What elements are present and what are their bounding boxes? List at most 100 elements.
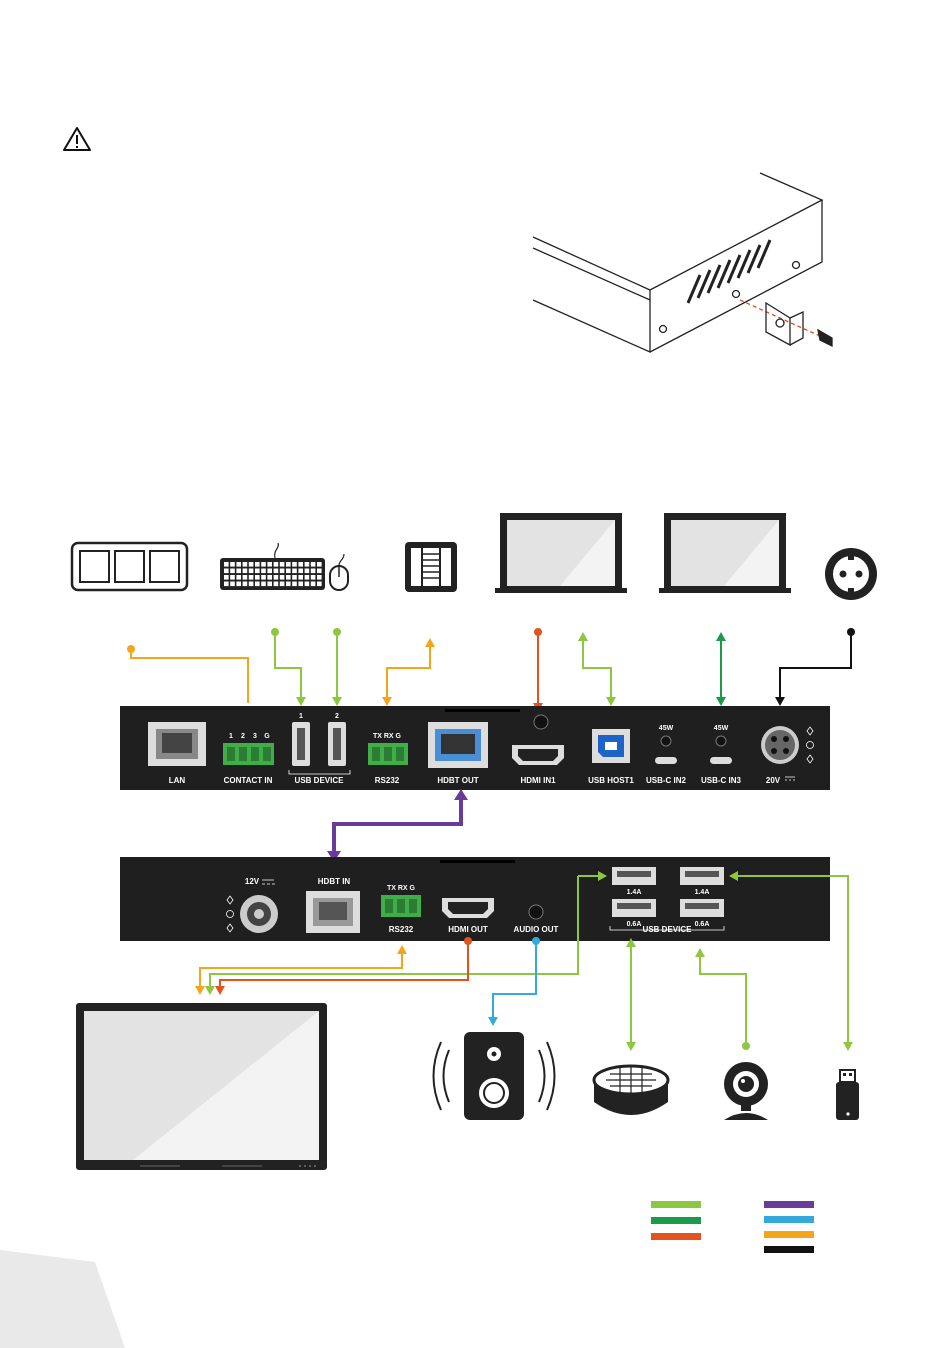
usbc-in3-label: USB-C IN3 bbox=[701, 776, 742, 785]
keyboard-key bbox=[317, 582, 322, 587]
hdbt-in-label: HDBT IN bbox=[318, 877, 351, 886]
keyboard-key bbox=[305, 562, 310, 567]
keyboard-key bbox=[255, 569, 260, 574]
keyboard-key bbox=[224, 569, 229, 574]
rx-panel: 12V HDBT IN TX RX G RS232 HDMI OUT bbox=[120, 857, 830, 941]
keyboard-key bbox=[249, 562, 254, 567]
keyboard-key bbox=[298, 582, 303, 587]
keyboard-key bbox=[274, 582, 279, 587]
keyboard-key bbox=[243, 562, 248, 567]
keyboard-key bbox=[274, 575, 279, 580]
mouse-icon bbox=[330, 554, 348, 590]
power-outlet-icon bbox=[825, 548, 877, 600]
keyboard-key bbox=[305, 582, 310, 587]
laptop-icon-2 bbox=[659, 513, 791, 593]
keyboard-key bbox=[230, 562, 235, 567]
rx-usb-device-label: USB DEVICE bbox=[643, 925, 693, 934]
legend-swatch-right bbox=[764, 1231, 814, 1238]
contact-pin-1: 1 bbox=[229, 733, 233, 740]
warning-icon bbox=[64, 128, 90, 150]
rx-power-label: 12V bbox=[245, 877, 260, 886]
usb-rating-2: 1.4A bbox=[695, 889, 710, 896]
keyboard-key bbox=[261, 569, 266, 574]
keyboard-key bbox=[298, 562, 303, 567]
usb-host1-label: USB HOST1 bbox=[588, 776, 634, 785]
legend-swatch-right bbox=[764, 1246, 814, 1253]
keyboard-key bbox=[255, 582, 260, 587]
keyboard-key bbox=[280, 562, 285, 567]
usb-rating-3: 0.6A bbox=[627, 921, 642, 928]
keyboard-key bbox=[224, 582, 229, 587]
contact-pin-g: G bbox=[264, 733, 270, 740]
keyboard-key bbox=[311, 562, 316, 567]
audio-out-label: AUDIO OUT bbox=[514, 925, 559, 934]
keyboard-key bbox=[236, 582, 241, 587]
tx-power-label: 20V bbox=[766, 776, 781, 785]
keyboard-key bbox=[292, 569, 297, 574]
keyboard-key bbox=[230, 569, 235, 574]
hdbt-link bbox=[327, 789, 468, 862]
keyboard-key bbox=[261, 562, 266, 567]
hdbt-out-label: HDBT OUT bbox=[437, 776, 478, 785]
legend-swatch-left bbox=[651, 1233, 701, 1240]
keyboard-key bbox=[298, 569, 303, 574]
keyboard-key bbox=[286, 569, 291, 574]
keyboard-key bbox=[230, 575, 235, 580]
keyboard-key bbox=[317, 562, 322, 567]
contact-in-label: CONTACT IN bbox=[224, 776, 273, 785]
rs232-pins: TX RX G bbox=[373, 733, 402, 740]
contact-pin-2: 2 bbox=[241, 733, 245, 740]
keyboard-key bbox=[249, 569, 254, 574]
keyboard-key bbox=[305, 575, 310, 580]
legend bbox=[651, 1201, 814, 1253]
keyboard-key bbox=[243, 582, 248, 587]
touch-panel-icon bbox=[405, 542, 457, 592]
keypad-icon bbox=[72, 543, 187, 590]
keyboard-key bbox=[236, 575, 241, 580]
usb-rating-1: 1.4A bbox=[627, 889, 642, 896]
keyboard-key bbox=[224, 562, 229, 567]
legend-swatch-left bbox=[651, 1201, 701, 1208]
keyboard-key bbox=[305, 569, 310, 574]
rx-rs232-pins: TX RX G bbox=[387, 885, 416, 892]
keyboard-key bbox=[292, 575, 297, 580]
hdmi-out-port: HDMI OUT bbox=[442, 898, 494, 934]
keyboard-key bbox=[249, 582, 254, 587]
keyboard-key bbox=[280, 575, 285, 580]
usb-device-label: USB DEVICE bbox=[295, 776, 345, 785]
contact-pin-3: 3 bbox=[253, 733, 257, 740]
usb-rating-4: 0.6A bbox=[695, 921, 710, 928]
keyboard-key bbox=[317, 575, 322, 580]
webcam-icon bbox=[724, 1062, 768, 1120]
keyboard-key bbox=[236, 562, 241, 567]
keyboard-icon bbox=[220, 543, 325, 590]
keyboard-key bbox=[255, 562, 260, 567]
usbc-in2-power: 45W bbox=[659, 725, 674, 732]
display-icon bbox=[76, 1003, 327, 1170]
keyboard-key bbox=[311, 569, 316, 574]
keyboard-key bbox=[286, 582, 291, 587]
keyboard-key bbox=[255, 575, 260, 580]
keyboard-key bbox=[292, 582, 297, 587]
usb-num-1: 1 bbox=[299, 713, 303, 720]
legend-swatch-left bbox=[651, 1217, 701, 1224]
laptop-icon bbox=[495, 513, 627, 593]
keyboard-key bbox=[317, 569, 322, 574]
keyboard-key bbox=[267, 569, 272, 574]
keyboard-key bbox=[274, 569, 279, 574]
keyboard-key bbox=[286, 562, 291, 567]
usb-host1-port: USB HOST1 bbox=[588, 729, 634, 785]
rs232-label: RS232 bbox=[375, 776, 400, 785]
keyboard-key bbox=[311, 582, 316, 587]
hdmi-out-label: HDMI OUT bbox=[448, 925, 488, 934]
tx-panel: LAN 1 2 3 G CONTACT IN 1 2 USB DEVICE TX… bbox=[120, 706, 830, 790]
keyboard-key bbox=[243, 575, 248, 580]
keyboard-key bbox=[311, 575, 316, 580]
usb-num-2: 2 bbox=[335, 713, 339, 720]
keyboard-key bbox=[298, 575, 303, 580]
keyboard-key bbox=[267, 562, 272, 567]
legend-swatch-right bbox=[764, 1216, 814, 1223]
usbc-in2-label: USB-C IN2 bbox=[646, 776, 687, 785]
keyboard-key bbox=[243, 569, 248, 574]
speakerphone-icon bbox=[594, 1066, 668, 1115]
